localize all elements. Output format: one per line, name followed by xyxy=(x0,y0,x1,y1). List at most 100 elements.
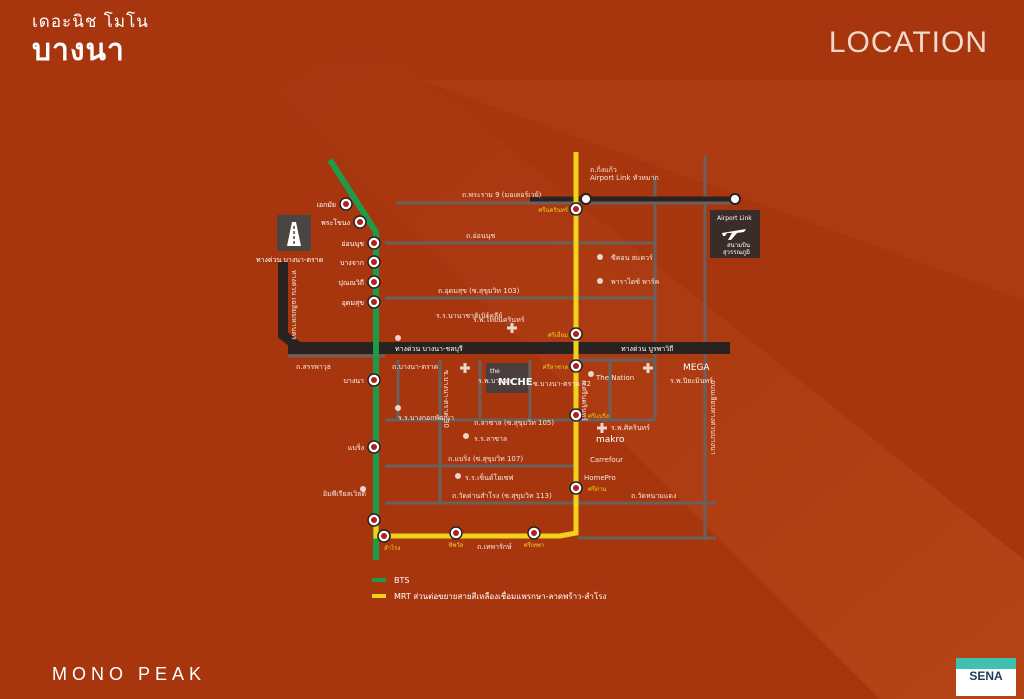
road-label: ถ.สรรพาวุธ xyxy=(296,363,331,371)
road-label: ถ.วัดด่านสำโรง (ซ.สุขุมวิท 113) xyxy=(452,491,552,500)
road-label: ถ.แบริ่ง (ซ.สุขุมวิท 107) xyxy=(448,454,523,463)
yellow-station-label: ศรีนครินทร์ xyxy=(538,206,568,214)
road-label: ถ.บางนา-ตราด xyxy=(392,363,438,371)
legend-bts-swatch xyxy=(372,578,386,582)
bts-station-label: เอกมัย xyxy=(316,201,336,209)
place-label: MEGA xyxy=(683,363,710,373)
bts-station-label: ปุณณวิถี xyxy=(338,279,364,287)
place-dots xyxy=(360,254,603,492)
yellow-station-label: ทิพวัล xyxy=(448,542,463,549)
place-label: ร.พ.ปิยะมินทร์ xyxy=(670,377,713,385)
bts-station-marker-symbol xyxy=(371,444,377,450)
yellow-station-marker-symbol xyxy=(381,533,387,539)
place-label: makro xyxy=(596,435,625,445)
background-ray xyxy=(240,60,1024,699)
road-label: ซ.บางนา-ตราด 42 xyxy=(533,380,591,388)
place-label: ร.ร.ลาซาล xyxy=(474,435,507,443)
place-label: อิมพีเรียลเวิลด์ xyxy=(323,490,366,498)
road-label: ทางด่วน บางนา-ชลบุรี xyxy=(395,345,463,353)
bts-station-label: บางนา xyxy=(343,377,364,385)
page-heading: LOCATION xyxy=(828,26,988,59)
bts-station-label: อุดมสุข xyxy=(342,299,365,307)
bts-station-marker-symbol xyxy=(357,219,363,225)
airport-link-terminal xyxy=(729,193,741,205)
hospital-icons xyxy=(460,323,653,433)
yellow-station-label: ศรีแบริ่ง xyxy=(588,412,609,420)
airplane-icon xyxy=(722,229,746,240)
road-label: ถ.ลาซาล (ซ.สุขุมวิท 105) xyxy=(474,419,554,427)
yellow-station-marker-symbol xyxy=(573,331,579,337)
yellow-station-marker-symbol xyxy=(573,363,579,369)
yellow-station-label: สำโรง xyxy=(384,544,400,552)
map-legend: BTS MRT ส่วนต่อขยายสายสีเหลืองเชื่อมแพรก… xyxy=(372,572,606,604)
road-label: ทางด่วน บูรพาวิถี xyxy=(621,345,673,353)
yellow-line xyxy=(373,152,579,539)
bts-station-marker-symbol xyxy=(371,377,377,383)
airport-link-hua-mak xyxy=(580,193,592,205)
project-name: NICHE xyxy=(498,377,533,388)
bts-station-marker-symbol xyxy=(371,259,377,265)
stations xyxy=(339,197,583,543)
airport-name-1: สนามบิน xyxy=(727,242,750,249)
yellow-station-marker-symbol xyxy=(531,530,537,536)
place-label: ร.พ.ศิครินทร์ xyxy=(611,424,650,432)
bts-station-label: อ่อนนุช xyxy=(341,240,364,248)
yellow-station-marker-symbol xyxy=(573,485,579,491)
footer-brand: MONO PEAK xyxy=(52,664,207,684)
place-label: ร.พ.ไทยนครินทร์ xyxy=(473,315,525,324)
bts-station-marker-symbol xyxy=(371,517,377,523)
bts-station-marker-symbol xyxy=(371,299,377,305)
road-label: ซ.บางนา-ตราด 30 xyxy=(442,370,450,428)
sena-logo: SENA xyxy=(956,658,1016,696)
place-label: ร.พ.บางนา xyxy=(478,377,511,385)
road-label: ถ.เทพารักษ์ xyxy=(477,543,512,551)
project-brand: เดอะนิช โมโน บางนา xyxy=(32,8,149,67)
legend-bts: BTS xyxy=(372,572,606,588)
airport-label: Airport Link xyxy=(717,215,752,222)
expressway-sign-label: ทางด่วน บางนา-ตราด xyxy=(256,256,323,264)
place-label: ร.ร.บางกอกพัฒนา xyxy=(398,414,454,422)
brand-line-1: เดอะนิช โมโน xyxy=(32,12,149,32)
yellow-station-marker-symbol xyxy=(573,412,579,418)
yellow-station-marker-symbol xyxy=(453,530,459,536)
sena-logo-text: SENA xyxy=(969,669,1003,683)
yellow-station-label: ศรีเอี่ยม xyxy=(548,331,568,339)
legend-mrt: MRT ส่วนต่อขยายสายสีเหลืองเชื่อมแพรกษา-ล… xyxy=(372,588,606,604)
expressways xyxy=(278,196,735,354)
project-prefix: the xyxy=(490,368,500,375)
road-label: ทางด่วน เฉลิมมหานคร xyxy=(290,270,298,340)
place-label: HomePro xyxy=(584,474,616,482)
place-label: Airport Link หัวหมาก xyxy=(590,174,659,182)
place-label: ร.ร.นานาชาติเบิร์คลีย์ xyxy=(436,312,502,320)
road-label: ถนนเลียบทางด่วนบางนา xyxy=(709,380,717,455)
bts-station-marker-symbol xyxy=(371,240,377,246)
project-marker xyxy=(486,363,528,393)
airport-name-2: สุวรรณภูมิ xyxy=(723,249,750,256)
road-label: ถ.ศรีนครินทร์ xyxy=(580,380,588,421)
background-ray xyxy=(420,80,1024,300)
legend-mrt-swatch xyxy=(372,594,386,598)
yellow-station-label: ศรีเทพา xyxy=(524,541,544,549)
yellow-station-label: ศรีด่าน xyxy=(588,485,606,493)
legend-bts-label: BTS xyxy=(394,575,410,585)
place-label: Carrefour xyxy=(590,456,623,464)
place-label: ร.ร.เซ็นต์โยเซฟ xyxy=(465,473,513,482)
place-label: ซีคอน สแควร์ xyxy=(611,254,653,262)
road-label: ถ.พระราม 9 (มอเตอร์เวย์) xyxy=(462,191,542,199)
labels: เอกมัยพระโขนงอ่อนนุชบางจากปุณณวิถีอุดมสุ… xyxy=(290,165,717,552)
place-label: The Nation xyxy=(595,374,634,382)
brand-line-2: บางนา xyxy=(32,33,125,68)
road-network xyxy=(288,155,735,540)
road-label: ถ.กิ่งแก้ว xyxy=(590,165,617,174)
place-label: พาราไดซ์ พาร์ค xyxy=(611,277,660,286)
bts-station-marker-symbol xyxy=(343,201,349,207)
road-label: ถ.อุดมสุข (ซ.สุขุมวิท 103) xyxy=(438,287,520,295)
bts-station-marker-symbol xyxy=(371,279,377,285)
bts-station-label: พระโขนง xyxy=(321,218,350,227)
yellow-station-marker-symbol xyxy=(573,206,579,212)
yellow-station-label: ศรีลาซาล xyxy=(543,363,569,371)
legend-mrt-label: MRT ส่วนต่อขยายสายสีเหลืองเชื่อมแพรกษา-ล… xyxy=(394,591,607,601)
road-label: ถ.อ่อนนุช xyxy=(466,232,495,240)
bts-station-label: บางจาก xyxy=(340,259,364,267)
